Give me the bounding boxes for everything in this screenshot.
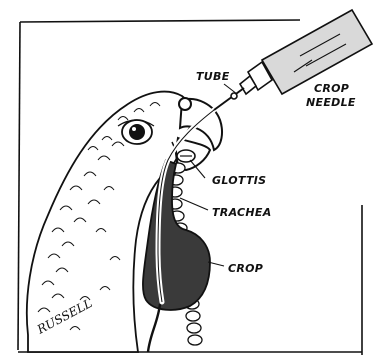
label-crop-needle-line1: CROP — [314, 82, 349, 95]
glottis-shape — [177, 150, 195, 162]
label-crop: CROP — [228, 262, 263, 275]
label-crop-needle-line2: NEEDLE — [306, 96, 356, 109]
label-trachea: TRACHEA — [212, 206, 272, 219]
label-glottis: GLOTTIS — [212, 174, 266, 187]
label-tube: TUBE — [196, 70, 230, 83]
crop-needle-syringe — [214, 10, 372, 110]
